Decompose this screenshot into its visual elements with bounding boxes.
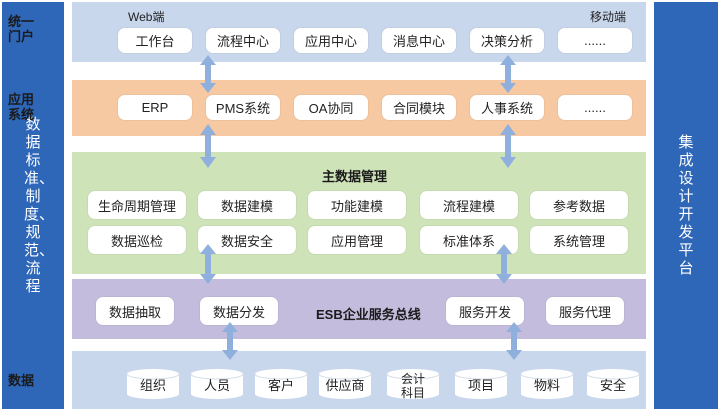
mobile-label: 移动端 <box>590 10 627 24</box>
portal-label: 统一 门户 <box>8 14 35 44</box>
data-cylinder-personnel[interactable]: 人员 <box>190 368 244 400</box>
data-cylinder-project[interactable]: 项目 <box>454 368 508 400</box>
portal-item-decision-analysis[interactable]: 决策分析 <box>470 28 544 53</box>
double-arrow-icon <box>222 322 238 360</box>
app-item-hr[interactable]: 人事系统 <box>470 95 544 120</box>
mdm-title: 主数据管理 <box>322 169 388 184</box>
portal-item-more[interactable]: ...... <box>558 28 632 53</box>
double-arrow-icon <box>200 244 216 284</box>
portal-item-workbench[interactable]: 工作台 <box>118 28 192 53</box>
left-sidebar: 数据标准、制度、规范、流程 <box>2 2 64 409</box>
esb-item-service-dev[interactable]: 服务开发 <box>446 297 524 325</box>
double-arrow-icon <box>496 244 512 284</box>
portal-item-app-center[interactable]: 应用中心 <box>294 28 368 53</box>
web-label: Web端 <box>128 10 165 24</box>
data-cylinder-supplier[interactable]: 供应商 <box>318 368 372 400</box>
app-item-contract[interactable]: 合同模块 <box>382 95 456 120</box>
mdm-item-data-security[interactable]: 数据安全 <box>198 226 296 254</box>
mdm-item-app-management[interactable]: 应用管理 <box>308 226 406 254</box>
double-arrow-icon <box>200 124 216 168</box>
database-icon <box>318 369 372 399</box>
mdm-item-data-inspection[interactable]: 数据巡检 <box>88 226 186 254</box>
app-item-pms[interactable]: PMS系统 <box>206 95 280 120</box>
mdm-item-process-modeling[interactable]: 流程建模 <box>420 191 518 219</box>
apps-label: 应用 系统 <box>8 92 35 122</box>
data-cylinder-accounting[interactable]: 会计 科目 <box>386 368 440 400</box>
right-sidebar: 集成设计开发平台 <box>654 2 718 409</box>
portal-item-process-center[interactable]: 流程中心 <box>206 28 280 53</box>
mdm-item-data-modeling[interactable]: 数据建模 <box>198 191 296 219</box>
double-arrow-icon <box>500 55 516 93</box>
mdm-item-function-modeling[interactable]: 功能建模 <box>308 191 406 219</box>
esb-item-data-distribute[interactable]: 数据分发 <box>200 297 278 325</box>
data-cylinder-customer[interactable]: 客户 <box>254 368 308 400</box>
double-arrow-icon <box>200 55 216 93</box>
data-cylinder-material[interactable]: 物料 <box>520 368 574 400</box>
database-icon <box>454 369 508 399</box>
esb-item-data-extract[interactable]: 数据抽取 <box>96 297 174 325</box>
esb-title: ESB企业服务总线 <box>316 307 421 322</box>
app-item-erp[interactable]: ERP <box>118 95 192 120</box>
database-icon <box>386 369 440 399</box>
data-label: 数据 <box>8 373 35 388</box>
mdm-item-system-management[interactable]: 系统管理 <box>530 226 628 254</box>
data-cylinder-org[interactable]: 组织 <box>126 368 180 400</box>
database-icon <box>520 369 574 399</box>
database-icon <box>586 369 640 399</box>
double-arrow-icon <box>506 322 522 360</box>
app-item-more[interactable]: ...... <box>558 95 632 120</box>
app-item-oa[interactable]: OA协同 <box>294 95 368 120</box>
right-sidebar-text: 集成设计开发平台 <box>678 133 694 277</box>
database-icon <box>254 369 308 399</box>
database-icon <box>126 369 180 399</box>
left-sidebar-text: 数据标准、制度、规范、流程 <box>24 115 55 295</box>
double-arrow-icon <box>500 124 516 168</box>
esb-item-service-proxy[interactable]: 服务代理 <box>546 297 624 325</box>
database-icon <box>190 369 244 399</box>
portal-item-message-center[interactable]: 消息中心 <box>382 28 456 53</box>
mdm-item-reference-data[interactable]: 参考数据 <box>530 191 628 219</box>
mdm-item-lifecycle[interactable]: 生命周期管理 <box>88 191 186 219</box>
data-cylinder-security[interactable]: 安全 <box>586 368 640 400</box>
